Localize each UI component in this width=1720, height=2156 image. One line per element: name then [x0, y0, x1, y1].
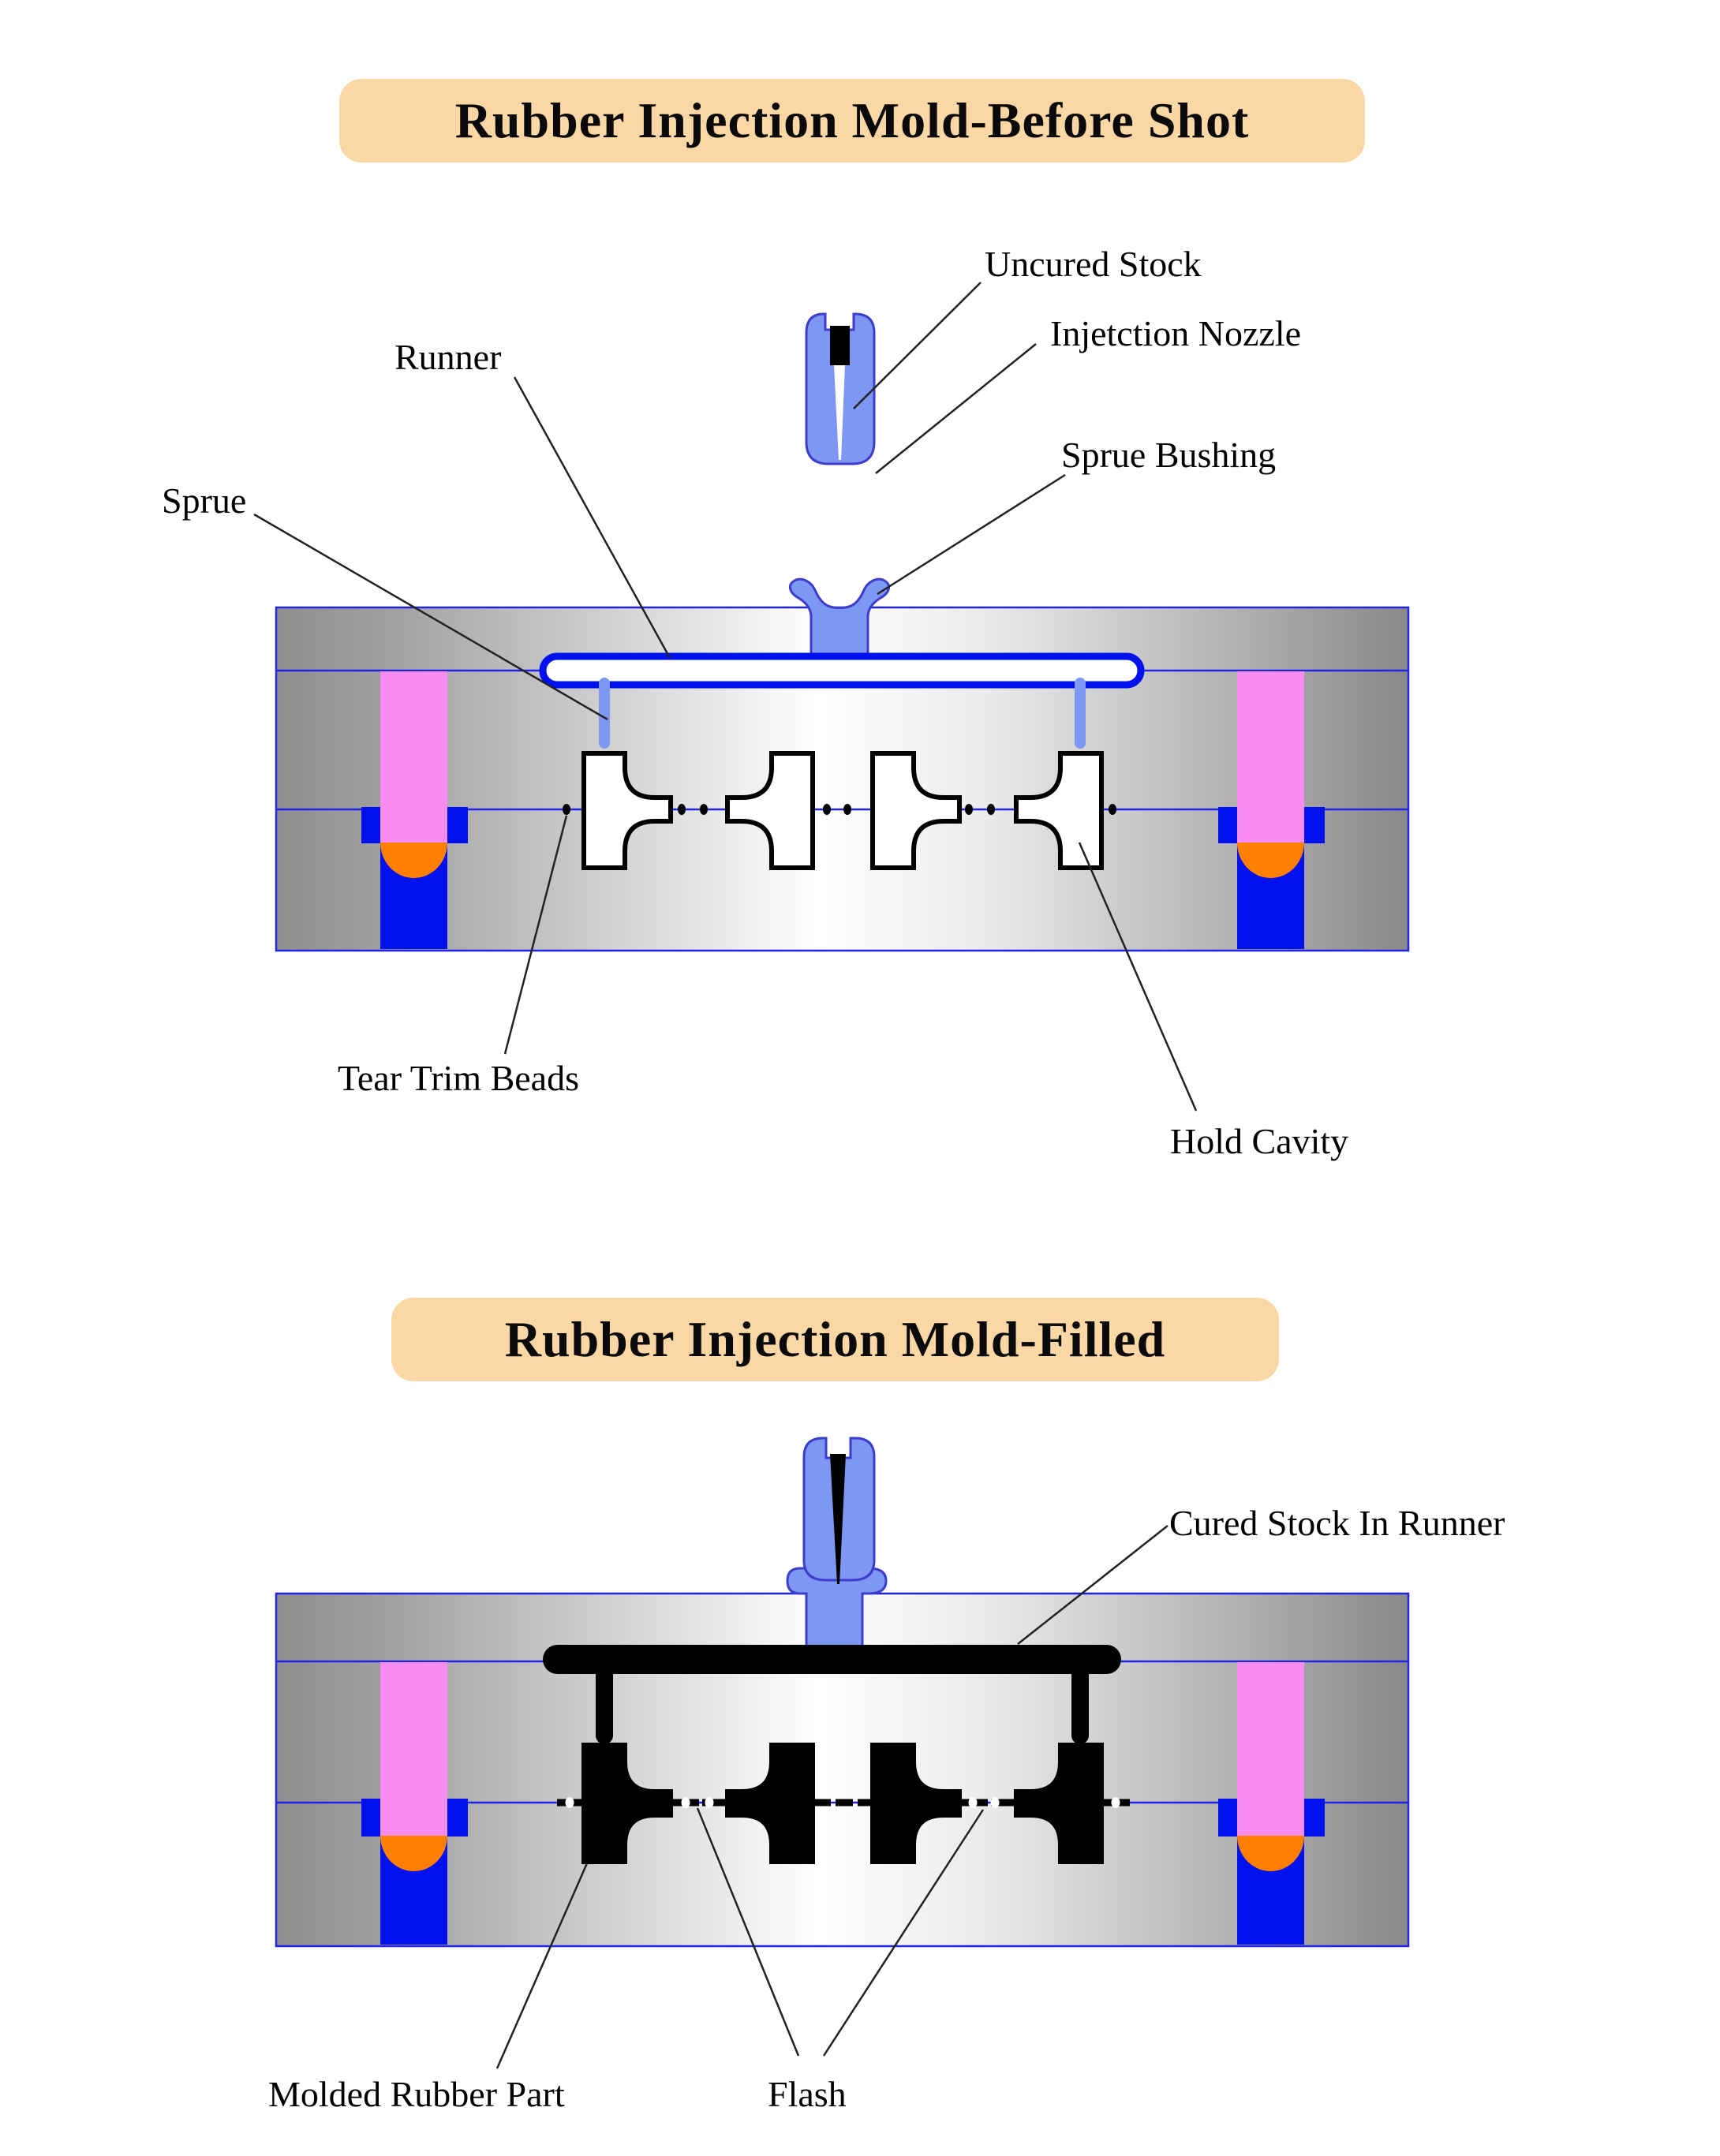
trim-bead-white [705, 1797, 714, 1808]
leader-sprue-bushing [877, 473, 1066, 596]
title-banner-before-shot: Rubber Injection Mold-Before Shot [339, 79, 1365, 163]
tear-trim-bead [823, 804, 831, 815]
diagram-filled: Cured Stock In Runner Molded Rubber Part… [268, 1437, 1505, 2114]
title-filled: Rubber Injection Mold-Filled [504, 1311, 1166, 1367]
leader-sprue [253, 513, 608, 721]
trim-beads-white [565, 1797, 1120, 1808]
molded-part-2 [725, 1743, 815, 1864]
pin-shaft-pink [380, 671, 447, 843]
pin-tip-orange [1237, 1836, 1304, 1871]
leader-uncured-stock [853, 282, 982, 409]
trim-bead-white [968, 1797, 978, 1808]
cured-stock-in-bore [830, 1454, 846, 1584]
molded-part-4 [1014, 1743, 1104, 1864]
injection-nozzle [805, 312, 876, 465]
label-cured-stock-in-runner: Cured Stock In Runner [1169, 1503, 1505, 1543]
pin-shaft-pink [380, 1662, 447, 1836]
label-tear-trim-beads: Tear Trim Beads [338, 1058, 579, 1098]
label-sprue-bushing: Sprue Bushing [1061, 435, 1276, 475]
diagram-before-shot: Uncured Stock Injetction Nozzle Sprue Bu… [162, 244, 1410, 1161]
mold-cavity-2 [725, 751, 815, 870]
molded-part-3 [870, 1743, 962, 1864]
leader-lines-1 [253, 282, 1198, 1112]
label-uncured-stock: Uncured Stock [985, 244, 1202, 284]
label-molded-rubber-part: Molded Rubber Part [268, 2074, 565, 2114]
label-runner: Runner [394, 337, 501, 377]
tear-trim-bead [700, 804, 708, 815]
trim-bead-white [565, 1797, 574, 1808]
tear-trim-beads [563, 804, 1116, 815]
uncured-stock-slug [830, 326, 850, 365]
mold-cavity-4 [1014, 751, 1104, 870]
guide-pin-left [361, 1662, 468, 1945]
pin-tip-orange [380, 1836, 447, 1871]
trim-bead-white [990, 1797, 1000, 1808]
leader-lines-2 [495, 1525, 1168, 2069]
label-sprue: Sprue [162, 480, 246, 521]
label-injection-nozzle: Injetction Nozzle [1050, 313, 1301, 353]
title-before-shot: Rubber Injection Mold-Before Shot [454, 92, 1250, 148]
molded-part-1 [581, 1743, 673, 1864]
pin-tip-orange [1237, 843, 1304, 878]
trim-bead-white [1111, 1797, 1120, 1808]
guide-pin-left [361, 671, 468, 949]
injection-nozzle [802, 1437, 876, 1584]
leader-flash-left [696, 1807, 800, 2057]
leader-hold-cavity [1078, 842, 1198, 1112]
pin-tip-orange [380, 843, 447, 878]
nozzle-bore [834, 365, 845, 460]
mold-cavity-1 [581, 751, 673, 870]
leader-runner [513, 376, 671, 659]
leader-cured-stock [1017, 1525, 1168, 1645]
tear-trim-bead [843, 804, 851, 815]
pin-shaft-pink [1237, 1662, 1304, 1836]
tear-trim-bead [563, 804, 570, 815]
cured-runner [543, 1645, 1121, 1674]
leader-tear-trim-beads [503, 815, 568, 1055]
tear-trim-bead [1109, 804, 1116, 815]
runner-channel [539, 652, 1145, 689]
pin-shaft-pink [1237, 671, 1304, 843]
leader-flash-right [822, 1809, 985, 2057]
mold-cavity-3 [870, 751, 962, 870]
title-banner-filled: Rubber Injection Mold-Filled [391, 1298, 1279, 1381]
guide-pin-right [1218, 1662, 1325, 1945]
tear-trim-bead [987, 804, 995, 815]
trim-bead-white [681, 1797, 690, 1808]
tear-trim-bead [965, 804, 973, 815]
guide-pin-right [1218, 671, 1325, 949]
label-hold-cavity: Hold Cavity [1170, 1121, 1348, 1161]
leader-injection-nozzle [875, 343, 1037, 474]
leader-molded-rubber-part [495, 1863, 589, 2069]
label-flash: Flash [768, 2074, 847, 2114]
tear-trim-bead [678, 804, 686, 815]
sprue-bushing [788, 577, 891, 672]
